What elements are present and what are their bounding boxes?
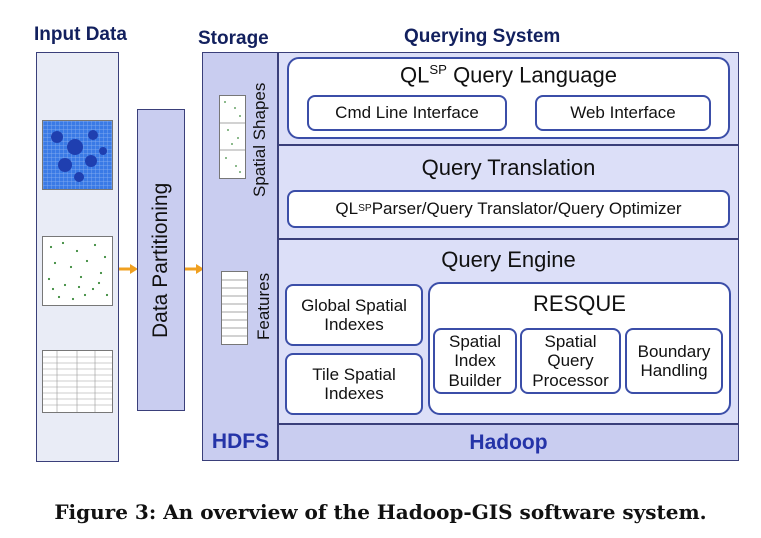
- scatter-points-graphic: [47, 241, 109, 301]
- spatial-shapes-label: Spatial Shapes: [250, 82, 269, 198]
- query-language-title: QLSP Query Language: [400, 62, 617, 88]
- query-engine-title: Query Engine: [441, 247, 576, 272]
- features-table-graphic: [222, 279, 247, 337]
- storage-divider: [277, 52, 279, 461]
- tile-spatial-indexes-box: Tile Spatial Indexes: [285, 353, 423, 415]
- spatial-query-processor-box: Spatial Query Processor: [520, 328, 621, 394]
- table-data-thumbnail: [42, 350, 113, 413]
- hadoop-label: Hadoop: [469, 431, 548, 454]
- boundary-handling-box: Boundary Handling: [625, 328, 723, 394]
- querying-system-header: Querying System: [404, 26, 561, 47]
- hadoop-bar: Hadoop: [278, 424, 739, 461]
- data-partitioning-label: Data Partitioning: [149, 182, 172, 338]
- spatial-shapes-thumbnail: [219, 95, 246, 179]
- query-translation-title: Query Translation: [421, 155, 596, 180]
- global-spatial-indexes-box: Global Spatial Indexes: [285, 284, 423, 346]
- data-partitioning-box: Data Partitioning: [137, 109, 185, 411]
- table-data-graphic: [43, 351, 112, 412]
- scatter-points-thumbnail: [42, 236, 113, 306]
- storage-header: Storage: [198, 28, 269, 49]
- arrow-right-icon: [119, 264, 138, 274]
- map-grid-graphic: [43, 121, 112, 189]
- resque-title: RESQUE: [533, 291, 626, 316]
- features-label: Features: [254, 272, 273, 340]
- features-thumbnail: [221, 271, 248, 345]
- input-data-header: Input Data: [34, 24, 127, 45]
- hdfs-label: HDFS: [211, 430, 270, 453]
- spatial-shapes-graphic: [220, 101, 245, 173]
- cmd-line-interface-box: Cmd Line Interface: [307, 95, 507, 131]
- figure-caption: Figure 3: An overview of the Hadoop-GIS …: [54, 500, 707, 524]
- input-data-panel: [36, 52, 119, 462]
- spatial-index-builder-box: Spatial Index Builder: [433, 328, 517, 394]
- map-image-thumbnail: [42, 120, 113, 190]
- web-interface-box: Web Interface: [535, 95, 711, 131]
- arrow-right-icon: [185, 264, 204, 274]
